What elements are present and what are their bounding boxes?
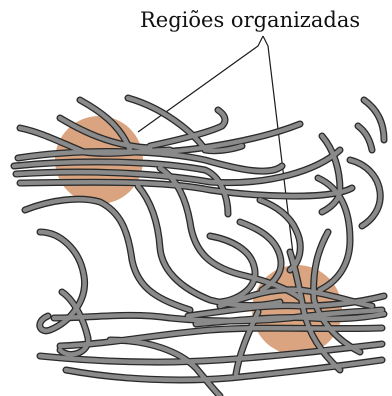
leader-line-left xyxy=(138,36,263,132)
leader-line-right xyxy=(263,36,294,262)
organized-regions-label: Regiões organizadas xyxy=(140,8,360,32)
